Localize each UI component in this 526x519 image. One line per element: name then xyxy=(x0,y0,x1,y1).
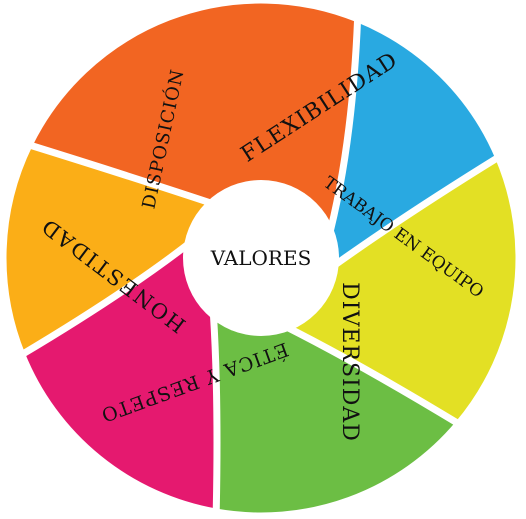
petal-label-3: DIVERSIDAD xyxy=(337,282,362,442)
center-hub xyxy=(183,180,339,336)
center-label: VALORES xyxy=(210,246,312,270)
